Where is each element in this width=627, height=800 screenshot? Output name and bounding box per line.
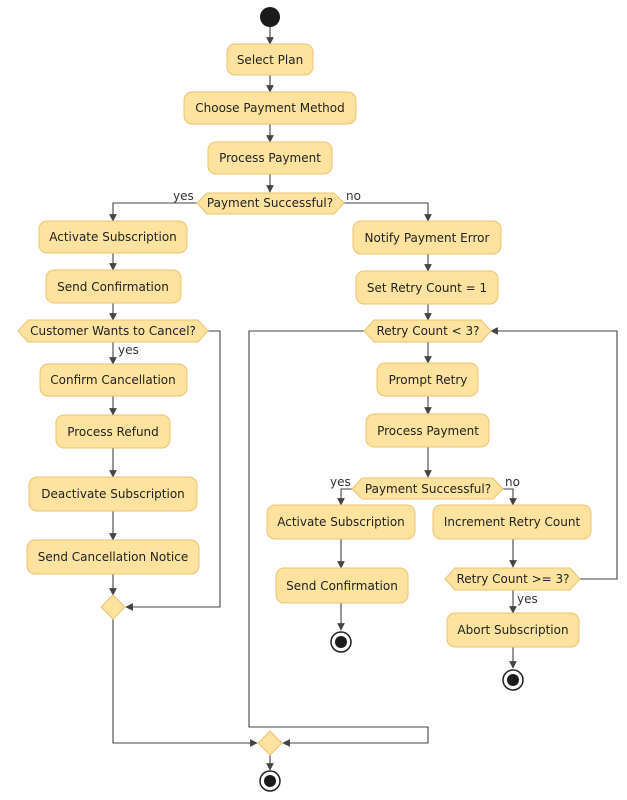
activity-send-confirmation: Send Confirmation [45,269,182,304]
activity-choose-payment-method: Choose Payment Method [183,91,357,125]
decision-label: Retry Count < 3? [376,324,479,338]
activity-abort-subscription: Abort Subscription [446,612,580,648]
decision-customer-wants-cancel: Customer Wants to Cancel? [17,319,209,343]
label-payment-no: no [346,189,361,203]
activity-deactivate-subscription: Deactivate Subscription [28,476,198,512]
decision-payment-successful-retry: Payment Successful? [351,477,504,500]
activity-label: Select Plan [237,53,303,67]
activity-label: Activate Subscription [49,230,177,244]
label-cancel-yes: yes [118,343,139,357]
edge-retry-payment-no [503,488,517,506]
activity-process-refund: Process Refund [55,414,171,449]
activity-label: Activate Subscription [277,515,405,529]
edges [109,27,618,771]
start-node [260,7,280,27]
activity-send-cancellation-notice: Send Cancellation Notice [26,539,200,575]
merge-node-final [257,730,283,756]
label-retry-payment-yes: yes [330,475,351,489]
label-retry-payment-no: no [505,475,520,489]
decision-retry-count-lt-3: Retry Count < 3? [363,319,492,343]
activity-increment-retry-count: Increment Retry Count [432,504,592,540]
activity-activate-subscription-retry: Activate Subscription [266,504,416,540]
activity-activate-subscription: Activate Subscription [38,220,188,254]
activity-label: Confirm Cancellation [50,373,175,387]
edge-payment-no [344,202,432,222]
end-node-retry-success [330,631,352,653]
activity-set-retry-count: Set Retry Count = 1 [355,270,499,305]
activity-confirm-cancellation: Confirm Cancellation [39,363,188,397]
end-node-abort [502,669,524,691]
activity-process-payment-retry: Process Payment [365,413,490,448]
activity-prompt-retry: Prompt Retry [376,362,479,397]
activity-label: Prompt Retry [389,373,468,387]
end-node-final [259,770,281,792]
activity-label: Send Confirmation [286,579,398,593]
activity-notify-payment-error: Notify Payment Error [352,220,502,255]
activity-label: Abort Subscription [457,623,568,637]
activity-label: Increment Retry Count [444,515,581,529]
activity-label: Choose Payment Method [195,101,344,115]
activity-process-payment: Process Payment [207,141,333,175]
decision-label: Payment Successful? [365,482,491,496]
edge-payment-yes [109,202,197,222]
activity-label: Process Refund [67,425,159,439]
activity-label: Process Payment [377,424,479,438]
activity-label: Deactivate Subscription [41,487,185,501]
activity-label: Notify Payment Error [365,231,490,245]
activity-label: Set Retry Count = 1 [367,281,487,295]
decision-retry-count-gte-3: Retry Count >= 3? [444,567,581,591]
edge-labels: yes no yes yes no yes [118,189,538,606]
edge-retry-payment-yes [337,488,352,506]
edge-cancel-no [125,330,221,611]
edge-loop-exit [248,330,429,747]
activity-label: Send Cancellation Notice [38,550,189,564]
activity-label: Send Confirmation [57,280,169,294]
edge-check-no-loop-back [490,327,618,580]
activity-send-confirmation-retry: Send Confirmation [275,567,409,604]
activity-select-plan: Select Plan [226,43,314,76]
label-payment-yes: yes [173,189,194,203]
activity-label: Process Payment [219,151,321,165]
decision-label: Retry Count >= 3? [456,572,569,586]
decision-label: Payment Successful? [207,196,333,210]
merge-node-left [100,594,126,620]
decision-payment-successful: Payment Successful? [196,192,345,215]
control-nodes [100,7,524,792]
decision-label: Customer Wants to Cancel? [30,324,196,338]
edge-left-merge-to-final [112,619,258,747]
label-check-yes: yes [517,592,538,606]
